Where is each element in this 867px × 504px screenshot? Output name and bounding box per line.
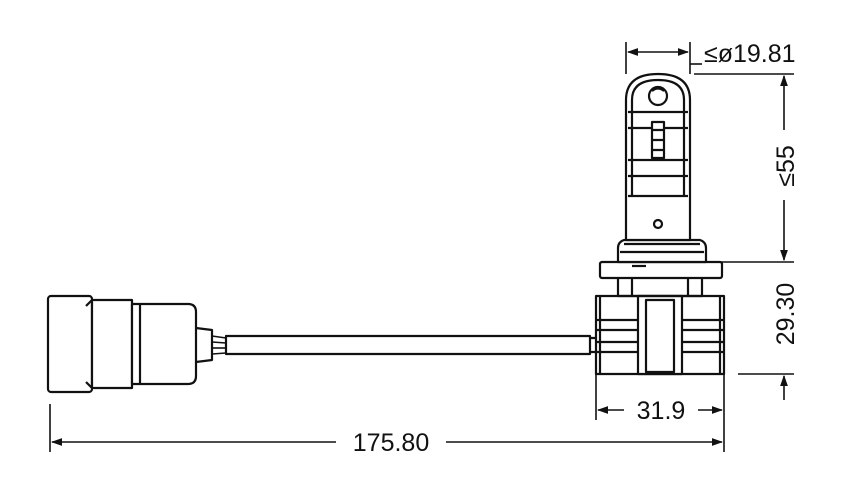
dimension-base-width: 31.9: [595, 374, 724, 425]
connector-plug: [46, 294, 214, 394]
led-bulb-body: [624, 72, 692, 242]
dimension-diameter: ≤ø19.81: [625, 40, 796, 74]
dimension-total-width-label: 175.80: [353, 429, 429, 457]
dimension-diameter-label: ≤ø19.81: [704, 40, 796, 68]
dimension-base-height-label: 29.30: [772, 283, 800, 346]
dimension-bulb-height: ≤55: [694, 73, 800, 263]
dimension-base-width-label: 31.9: [637, 397, 686, 425]
driver-heatsink: [594, 294, 726, 376]
cable: [224, 334, 598, 356]
dimension-total-width: 175.80: [49, 374, 725, 457]
wires: [211, 335, 227, 355]
bulb-base: [598, 238, 724, 298]
dimension-bulb-height-label: ≤55: [772, 145, 800, 187]
dimension-base-height: 29.30: [738, 283, 800, 400]
